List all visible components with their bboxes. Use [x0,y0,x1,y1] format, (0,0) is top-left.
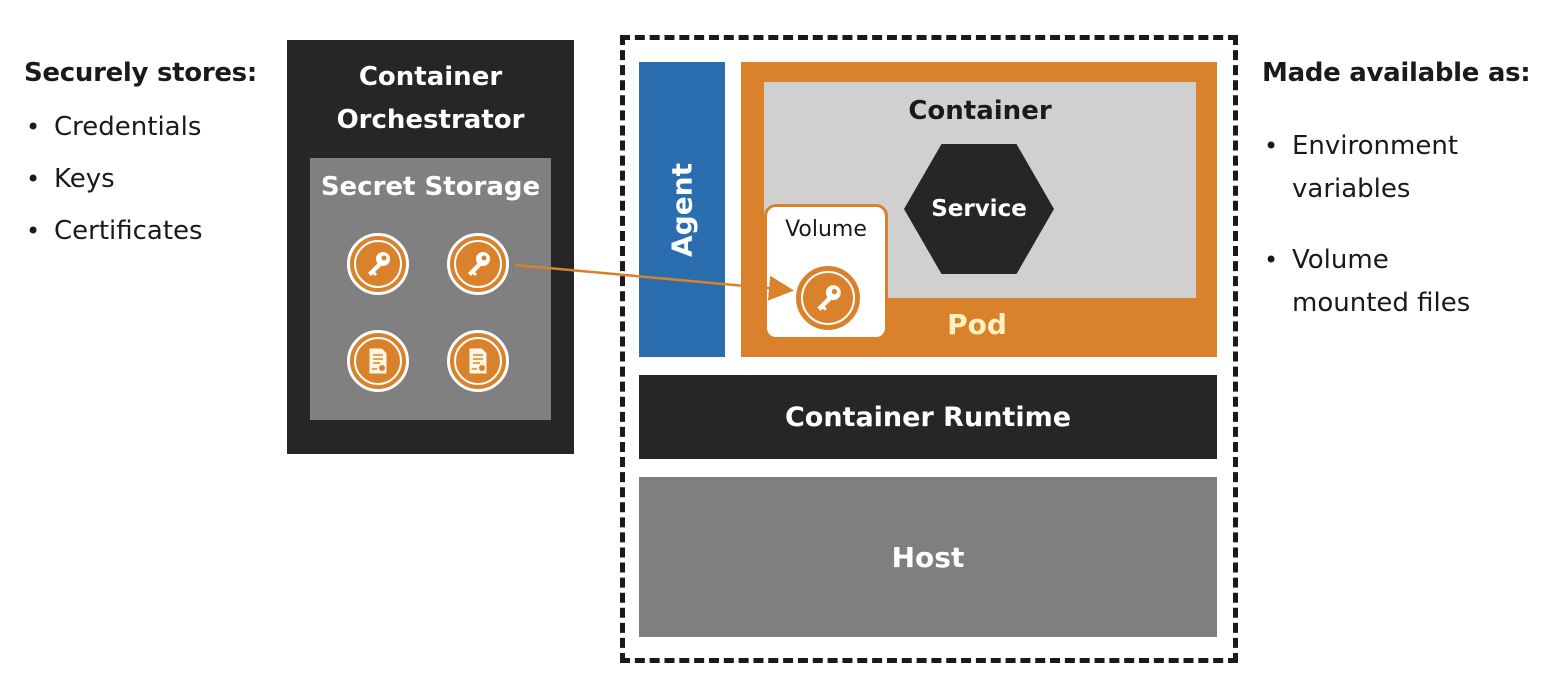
container-label: Container [908,96,1052,126]
list-item: Environment variables [1262,125,1470,211]
list-item: Keys [24,153,203,205]
list-item: Volume mounted files [1262,239,1470,325]
list-item: Credentials [24,101,203,153]
key-icon [347,233,409,295]
service-hexagon: Service [904,144,1054,274]
key-icon [447,233,509,295]
orchestrator-title: Container Orchestrator [336,62,525,135]
right-heading: Made available as: [1262,58,1531,88]
volume-box: Volume [764,204,888,340]
certificate-icon [447,330,509,392]
agent-box: Agent [639,62,725,357]
list-item: Certificates [24,205,203,257]
left-heading: Securely stores: [24,58,257,88]
node-boundary [620,35,1238,663]
host-label: Host [891,540,965,574]
pod-label: Pod [947,308,1007,341]
secret-storage-box: Secret Storage [310,158,551,420]
agent-label: Agent [665,162,699,257]
certificate-icon [347,330,409,392]
secret-storage-title: Secret Storage [320,172,541,202]
right-bullet-list: Environment variables Volume mounted fil… [1262,106,1470,344]
host-box: Host [639,477,1217,637]
service-label: Service [931,196,1027,222]
container-runtime-box: Container Runtime [639,375,1217,459]
volume-label: Volume [785,217,867,242]
key-icon [793,263,863,333]
left-bullet-list: Credentials Keys Certificates [24,101,203,257]
container-runtime-label: Container Runtime [784,401,1072,433]
